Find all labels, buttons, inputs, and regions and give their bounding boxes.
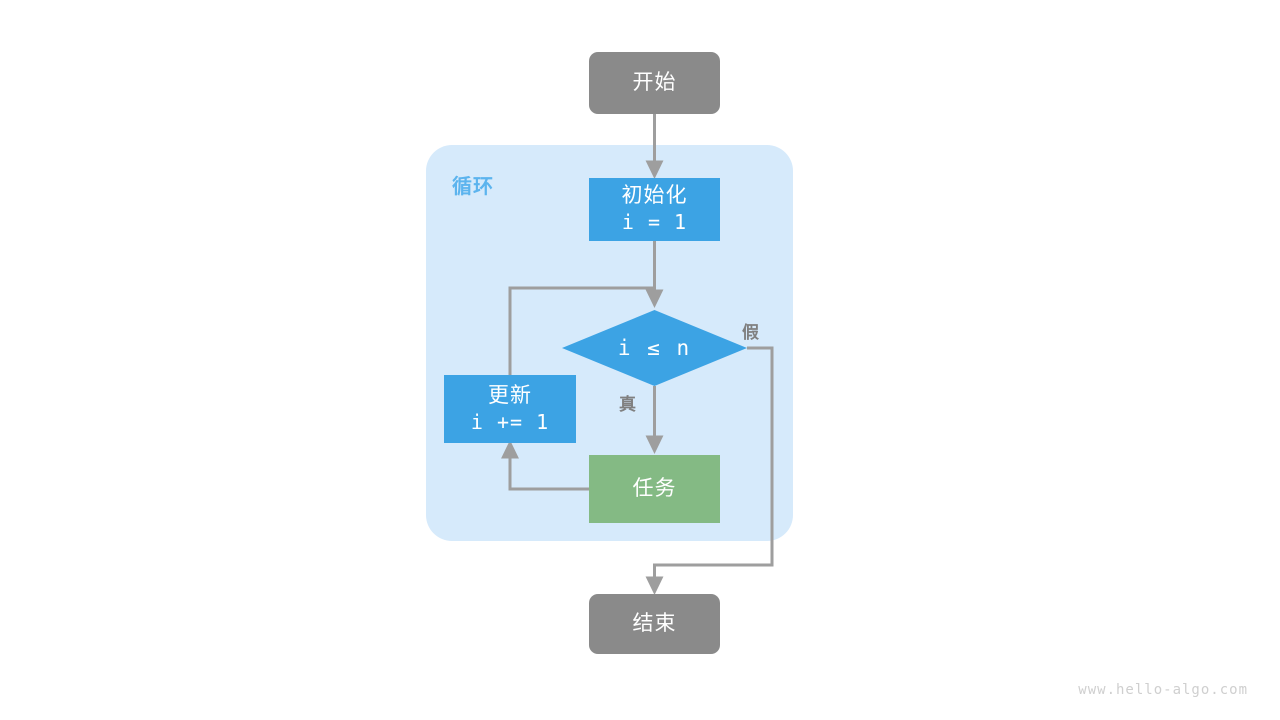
edge-update-to-condition-loopback <box>508 286 655 375</box>
watermark: www.hello-algo.com <box>1078 682 1248 698</box>
node-condition-code: i ≤ n <box>617 336 692 360</box>
condition-diamond <box>562 310 747 386</box>
edge-label-true: 真 <box>619 395 637 414</box>
node-init[interactable]: 初始化 i = 1 <box>589 178 720 241</box>
node-start[interactable]: 开始 <box>589 52 720 114</box>
node-task[interactable]: 任务 <box>589 455 720 523</box>
node-update-label: 更新 <box>488 383 532 407</box>
node-end-label: 结束 <box>632 611 677 635</box>
node-init-label: 初始化 <box>621 184 688 208</box>
edge-task-to-update <box>500 439 589 491</box>
edge-condition-to-end-false <box>645 346 774 596</box>
node-task-label: 任务 <box>632 476 677 500</box>
node-update-code: i += 1 <box>470 409 550 434</box>
node-update[interactable]: 更新 i += 1 <box>444 375 576 443</box>
node-init-code: i = 1 <box>621 210 688 235</box>
loop-container-label: 循环 <box>452 176 494 198</box>
edge-label-false: 假 <box>742 323 760 342</box>
node-start-label: 开始 <box>632 70 677 94</box>
node-end[interactable]: 结束 <box>589 594 720 654</box>
node-condition[interactable]: i ≤ n <box>562 310 747 386</box>
